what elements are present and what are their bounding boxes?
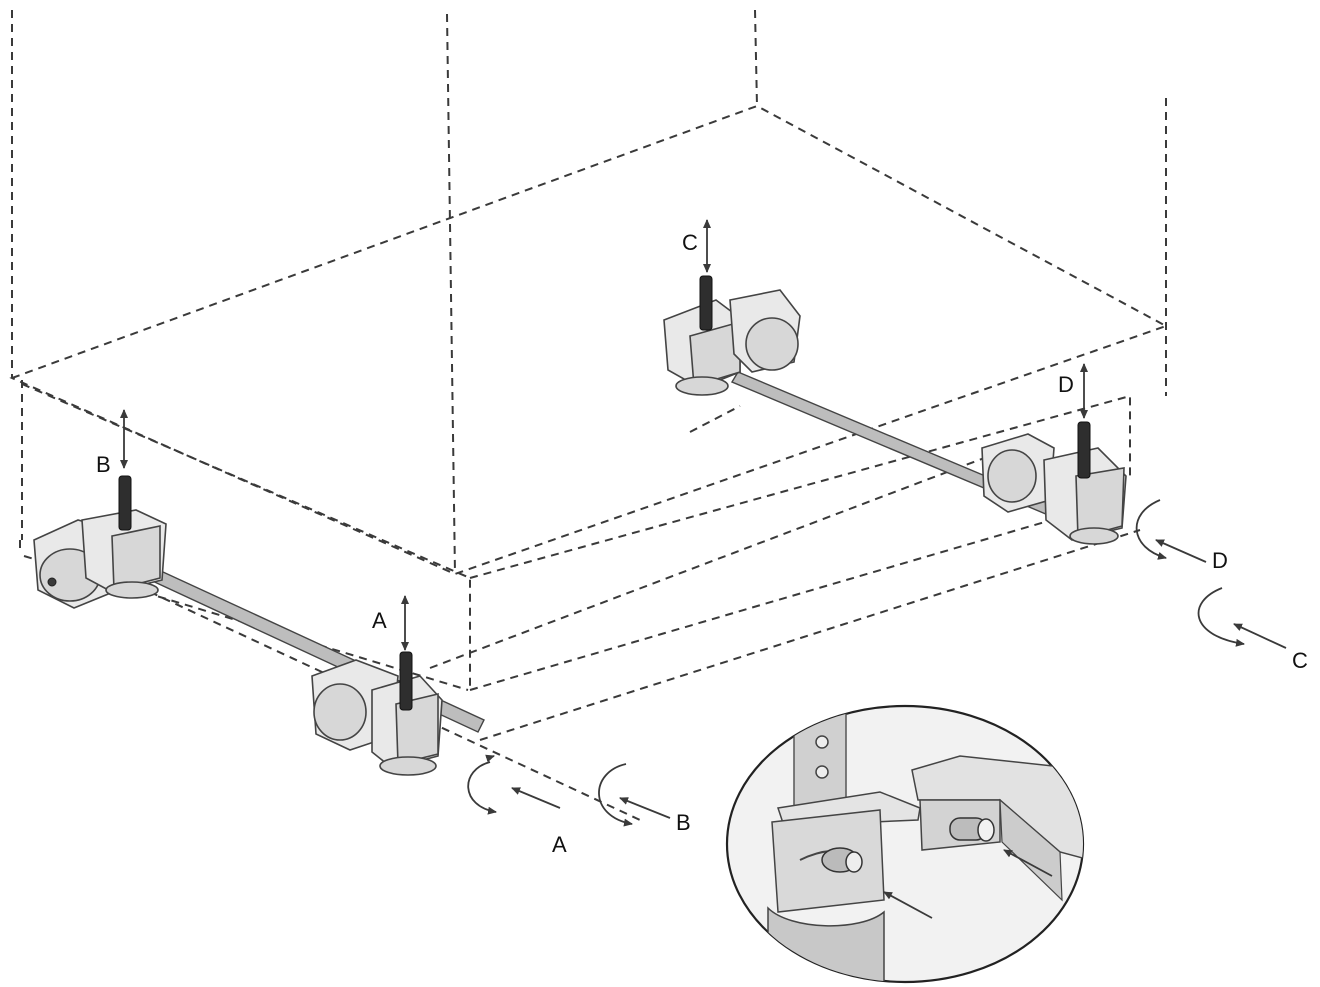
push-arrow-c	[1233, 623, 1287, 649]
push-arrow-b	[619, 797, 671, 819]
rotate-arrow-c	[1197, 587, 1245, 647]
rotate-arrow-a	[467, 761, 497, 815]
rotate-arrow-b	[598, 763, 633, 827]
label-c-rotate: C	[1292, 648, 1308, 673]
push-arrow-a	[511, 787, 561, 809]
label-b-rotate: B	[676, 810, 691, 835]
label-b-vertical: B	[96, 452, 111, 477]
vertical-arrows	[120, 219, 1088, 651]
connecting-rods	[145, 371, 1068, 733]
rotate-arrow-d	[1135, 499, 1167, 560]
cabinet-outline	[9, 9, 1169, 821]
labels: B A C D A B D C	[96, 230, 1308, 857]
label-a-rotate: A	[552, 832, 567, 857]
inset-arrow-bracket	[883, 891, 933, 919]
label-a-vertical: A	[372, 608, 387, 633]
inset-arrow-pin	[1003, 849, 1053, 877]
leveling-foot-a	[311, 651, 443, 776]
leveling-foot-b	[33, 475, 167, 609]
push-arrow-d	[1155, 539, 1207, 563]
label-c-vertical: C	[682, 230, 698, 255]
leveling-foot-d	[981, 421, 1127, 545]
leveling-foot-c	[663, 275, 801, 396]
detail-inset	[725, 704, 1085, 984]
label-d-rotate: D	[1212, 548, 1228, 573]
rotation-arrows	[467, 499, 1287, 827]
label-d-vertical: D	[1058, 372, 1074, 397]
